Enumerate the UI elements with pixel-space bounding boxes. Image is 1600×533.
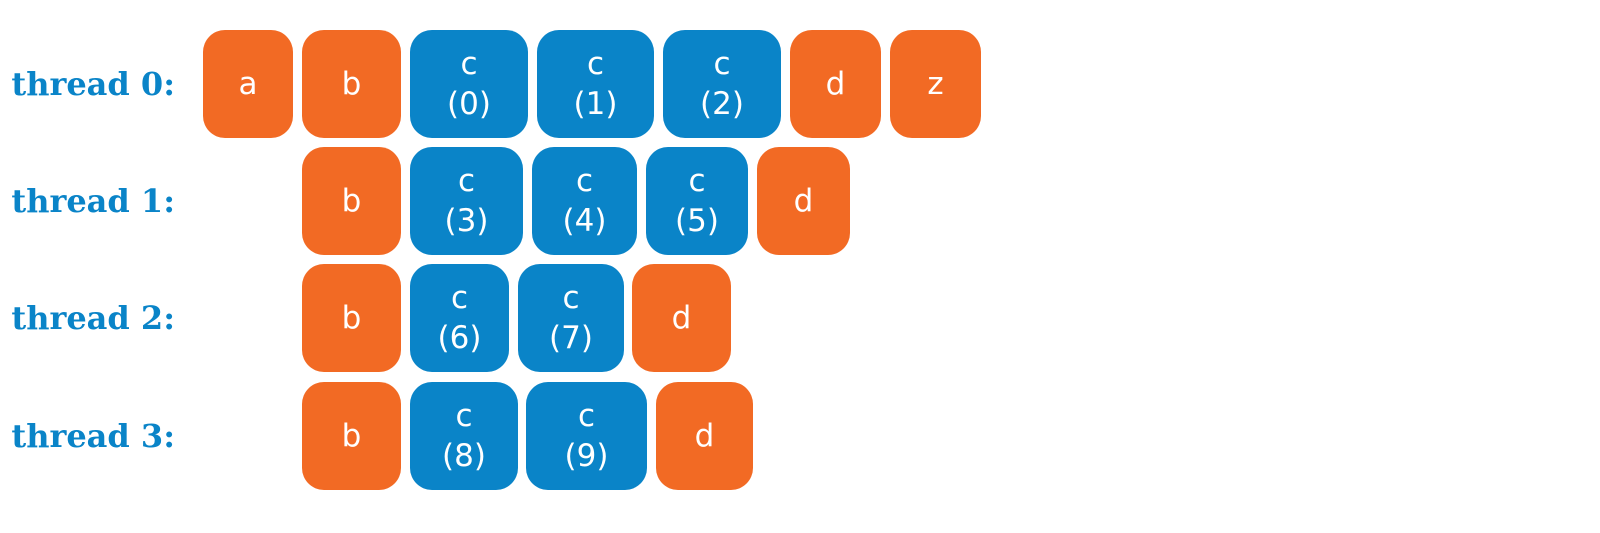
task-name: c bbox=[460, 46, 478, 82]
task-block-c: c (5) bbox=[646, 147, 748, 255]
task-block-c: c (4) bbox=[532, 147, 637, 255]
task-index: (8) bbox=[442, 438, 486, 474]
task-name: d bbox=[671, 300, 692, 336]
task-block-c: c (8) bbox=[410, 382, 518, 490]
task-block-c: c (1) bbox=[537, 30, 654, 138]
task-block-c: c (7) bbox=[518, 264, 624, 372]
task-index: (6) bbox=[437, 320, 482, 356]
task-block-b: b bbox=[302, 264, 401, 372]
task-index: (3) bbox=[444, 203, 489, 239]
thread-label: thread 2: bbox=[11, 299, 175, 337]
thread-label: thread 3: bbox=[11, 417, 175, 455]
thread-label: thread 0: bbox=[11, 65, 175, 103]
task-index: (1) bbox=[573, 86, 618, 122]
task-block-d: d bbox=[790, 30, 881, 138]
task-name: c bbox=[586, 46, 605, 82]
task-block-c: c (2) bbox=[663, 30, 781, 138]
task-index: (4) bbox=[562, 203, 607, 239]
task-name: c bbox=[562, 280, 580, 316]
task-name: c bbox=[457, 163, 476, 199]
task-name: c bbox=[713, 46, 731, 82]
task-block-z: z bbox=[890, 30, 981, 138]
task-name: b bbox=[341, 66, 362, 102]
task-index: (9) bbox=[564, 438, 609, 474]
task-name: d bbox=[694, 418, 715, 454]
task-name: z bbox=[927, 66, 944, 102]
task-block-c: c (0) bbox=[410, 30, 528, 138]
task-block-c: c (6) bbox=[410, 264, 509, 372]
task-block-b: b bbox=[302, 382, 401, 490]
task-name: a bbox=[238, 66, 258, 102]
task-name: d bbox=[793, 183, 814, 219]
task-block-a: a bbox=[203, 30, 293, 138]
task-name: c bbox=[450, 280, 469, 316]
task-index: (7) bbox=[549, 320, 593, 356]
task-block-c: c (9) bbox=[526, 382, 647, 490]
task-name: d bbox=[825, 66, 846, 102]
task-index: (0) bbox=[447, 86, 491, 122]
task-name: b bbox=[341, 418, 362, 454]
task-name: c bbox=[688, 163, 706, 199]
task-block-c: c (3) bbox=[410, 147, 523, 255]
task-block-b: b bbox=[302, 147, 401, 255]
task-block-d: d bbox=[757, 147, 850, 255]
task-name: b bbox=[341, 183, 362, 219]
task-index: (5) bbox=[675, 203, 719, 239]
task-index: (2) bbox=[700, 86, 744, 122]
task-name: c bbox=[455, 398, 473, 434]
task-block-b: b bbox=[302, 30, 401, 138]
task-block-d: d bbox=[656, 382, 753, 490]
task-block-d: d bbox=[632, 264, 731, 372]
task-name: b bbox=[341, 300, 362, 336]
task-name: c bbox=[575, 163, 594, 199]
thread-label: thread 1: bbox=[11, 182, 175, 220]
task-name: c bbox=[577, 398, 596, 434]
